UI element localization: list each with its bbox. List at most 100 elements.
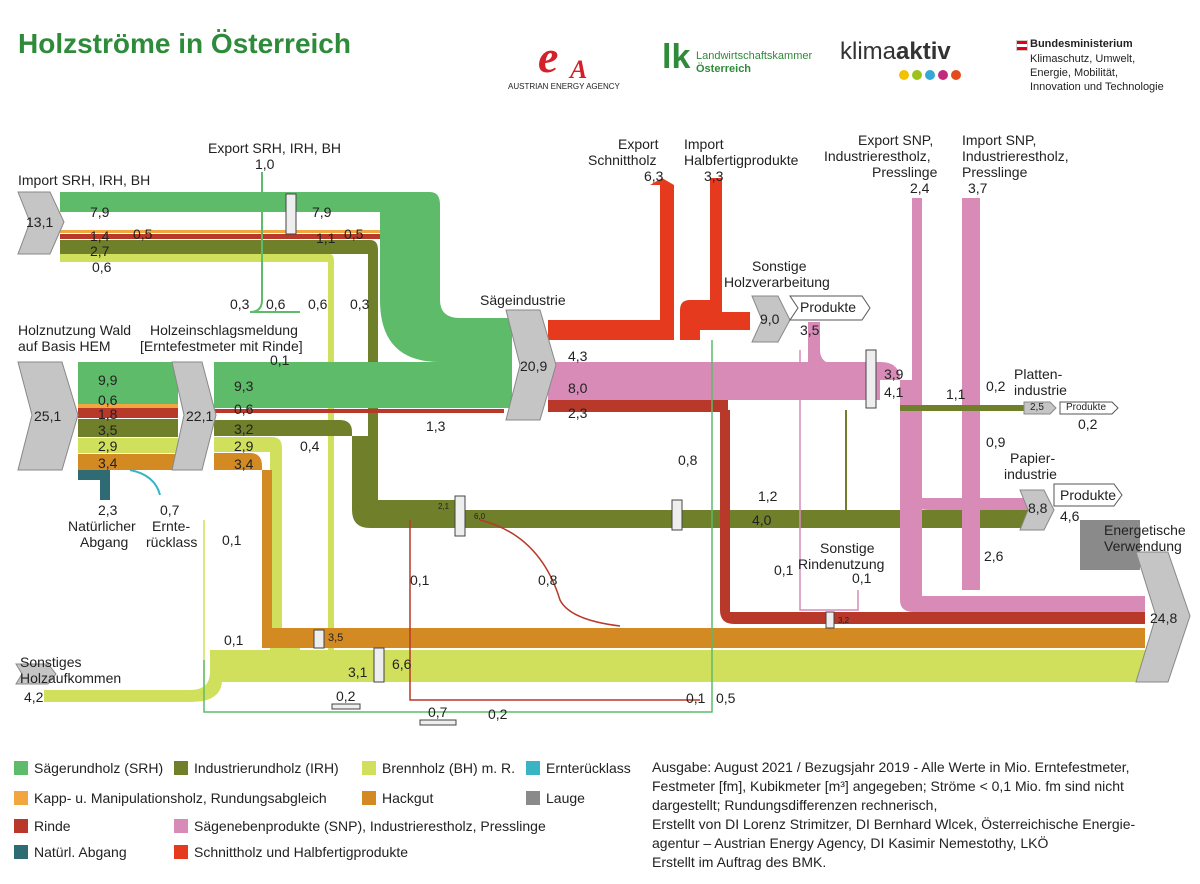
bm-line1: Bundesministerium <box>1030 38 1133 50</box>
legend-item-kapp: Kapp- u. Manipulationsholz, Rundungsabgl… <box>14 790 327 806</box>
flow-halb-to-sonst <box>700 312 750 330</box>
flow-import-rinde <box>60 234 380 239</box>
bm-line4: Innovation und Technologie <box>1030 81 1164 93</box>
flow-hn-rinde <box>78 408 178 418</box>
flow-import-srh <box>60 192 512 362</box>
aea-logo: e A <box>538 31 587 84</box>
page-title: Holzströme in Österreich <box>18 28 351 59</box>
line-rinde-01 <box>409 520 700 701</box>
flow-platten <box>900 405 1030 411</box>
aktiv-text: aktiv <box>896 38 951 65</box>
knot-rinde <box>825 611 835 629</box>
line-kapp-01 <box>203 340 713 713</box>
flow-bh-main <box>210 650 1145 682</box>
node-import <box>17 191 65 255</box>
flow-hem-irh <box>214 420 1030 528</box>
legend-label: Schnittholz und Halbfertigprodukte <box>194 844 409 860</box>
flow-natuerlicher-abgang <box>78 470 110 500</box>
legend-label: Kapp- u. Manipulationsholz, Rundungsabgl… <box>34 790 327 806</box>
legend-label: Rinde <box>34 818 71 834</box>
austria-flag-icon <box>1016 40 1028 51</box>
legend-swatch <box>14 819 28 833</box>
footnote-line: agentur – Austrian Energy Agency, DI Kas… <box>652 835 1049 851</box>
knot-bh <box>373 647 385 683</box>
node-saege <box>505 309 557 421</box>
legend-label: Sägenebenprodukte (SNP), Industrierestho… <box>194 818 546 834</box>
flow-ernterueck <box>129 469 161 496</box>
knot-hack <box>313 629 325 649</box>
footnote-line: Ausgabe: August 2021 / Bezugsjahr 2019 -… <box>652 759 1130 775</box>
knot-bottom-2 <box>419 719 457 726</box>
flow-hem-srh <box>214 362 512 408</box>
flow-schnitt <box>548 178 674 340</box>
node-produkte-2 <box>1059 401 1119 415</box>
footnote-line: Erstellt von DI Lorenz Strimitzer, DI Be… <box>652 816 1136 832</box>
svg-text:e: e <box>538 31 558 82</box>
bm-line3: Energie, Mobilität, <box>1030 67 1119 79</box>
lk-logo: lk <box>662 38 691 76</box>
knot-export <box>285 193 297 235</box>
legend-swatch <box>14 845 28 859</box>
node-produkte-3 <box>1053 483 1123 507</box>
legend-item-bh: Brennholz (BH) m. R. <box>362 760 515 776</box>
footnote: Ausgabe: August 2021 / Bezugsjahr 2019 -… <box>652 758 1192 872</box>
flow-import-kapp <box>60 230 380 233</box>
legend-item-hack: Hackgut <box>362 790 433 806</box>
klimaaktiv-logo: klimaaktiv <box>840 38 951 66</box>
flow-lauge <box>1080 520 1140 570</box>
flow-saege-rinde <box>548 400 728 412</box>
legend-swatch <box>174 845 188 859</box>
legend-swatch <box>14 791 28 805</box>
klimaaktiv-dots-icon <box>899 70 961 80</box>
node-hem <box>171 361 217 471</box>
legend-swatch <box>362 791 376 805</box>
node-sonst-holz <box>15 663 57 685</box>
legend-swatch <box>174 819 188 833</box>
node-papier <box>1019 489 1055 531</box>
flow-hem-rinde <box>214 409 504 413</box>
knot-irh-1 <box>454 495 466 537</box>
line-rinde-08 <box>479 519 621 627</box>
flow-hackgut-main <box>262 628 1145 648</box>
knot-irh-2 <box>671 499 683 531</box>
flow-import-halb <box>680 178 722 340</box>
legend-item-rinde: Rinde <box>14 818 71 834</box>
legend-label: Ernterücklass <box>546 760 631 776</box>
legend-item-natuerl: Natürl. Abgang <box>14 844 127 860</box>
knot-bottom-1 <box>331 703 361 710</box>
knot-snp <box>865 349 877 409</box>
flow-sonst-holz <box>44 662 222 702</box>
legend: Sägerundholz (SRH) Industrierundholz (IR… <box>14 756 654 876</box>
flow-import-snp <box>962 198 980 590</box>
legend-item-snp: Sägenebenprodukte (SNP), Industrierestho… <box>174 818 546 834</box>
legend-label: Natürl. Abgang <box>34 844 127 860</box>
node-holznutzung <box>17 361 79 471</box>
footnote-line: Festmeter [fm], Kubikmeter [m³] angegebe… <box>652 778 1124 794</box>
legend-label: Lauge <box>546 790 585 806</box>
flow-snp-35 <box>800 322 880 380</box>
klima-text: klima <box>840 38 897 65</box>
flow-hn-kapp <box>78 404 178 408</box>
node-platten <box>1023 401 1057 415</box>
lk-line2: Österreich <box>696 63 752 75</box>
flow-snp-main <box>548 362 1145 612</box>
bm-line2: Klimaschutz, Umwelt, <box>1030 53 1136 65</box>
legend-label: Brennholz (BH) m. R. <box>382 760 516 776</box>
legend-item-schnitt: Schnittholz und Halbfertigprodukte <box>174 844 408 860</box>
footnote-line: dargestellt; Rundungsdifferenzen rechner… <box>652 797 938 813</box>
legend-swatch <box>174 761 188 775</box>
flow-export-srh-line <box>249 172 300 313</box>
legend-swatch <box>362 761 376 775</box>
flow-hn-hack <box>78 454 178 470</box>
node-sonst-holzverarb <box>751 295 791 343</box>
aea-caption: AUSTRIAN ENERGY AGENCY <box>508 82 620 91</box>
flow-hn-bh <box>78 438 178 453</box>
legend-label: Hackgut <box>382 790 434 806</box>
legend-item-lauge: Lauge <box>526 790 585 806</box>
footnote-line: Erstellt im Auftrag des BMK. <box>652 854 827 870</box>
legend-swatch <box>526 791 540 805</box>
svg-text:A: A <box>568 55 587 84</box>
flow-hn-srh <box>78 362 178 404</box>
line-snp-01 <box>799 350 859 611</box>
